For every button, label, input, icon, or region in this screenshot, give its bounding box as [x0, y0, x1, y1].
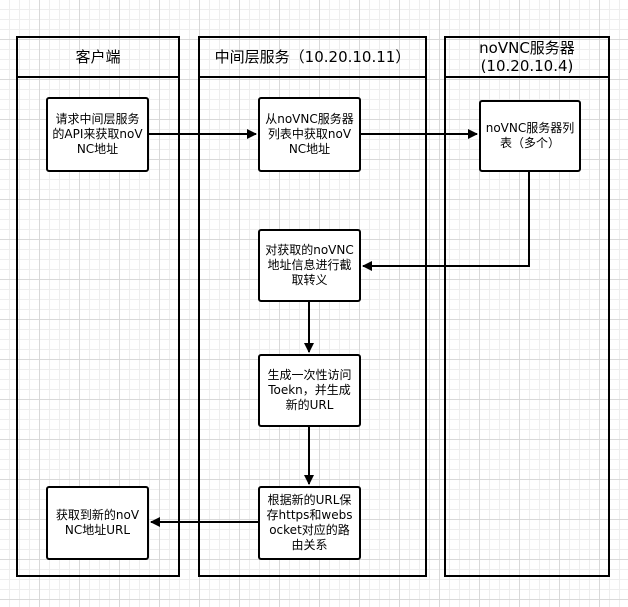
- node-server-list: noVNC服务器列表（多个）: [479, 100, 581, 172]
- node-save-route: 根据新的URL保存https和websocket对应的路由关系: [258, 486, 361, 560]
- node-request-api: 请求中间层服务的API来获取noVNC地址: [46, 97, 149, 172]
- node-get-new-url: 获取到新的noVNC地址URL: [46, 486, 149, 560]
- lane-novnc-server: noVNC服务器 (10.20.10.4): [444, 36, 610, 577]
- lane-middle-service-title: 中间层服务（10.20.10.11）: [200, 38, 425, 78]
- lane-client-title: 客户端: [18, 38, 178, 78]
- lane-novnc-server-title: noVNC服务器 (10.20.10.4): [446, 38, 608, 78]
- node-intercept: 对获取的noVNC地址信息进行截取转义: [258, 229, 361, 302]
- lane-middle-service: 中间层服务（10.20.10.11）: [198, 36, 427, 577]
- node-gen-token: 生成一次性访问Toekn，并生成新的URL: [258, 354, 361, 427]
- node-fetch-list: 从noVNC服务器列表中获取noVNC地址: [258, 97, 361, 172]
- lane-client: 客户端: [16, 36, 180, 577]
